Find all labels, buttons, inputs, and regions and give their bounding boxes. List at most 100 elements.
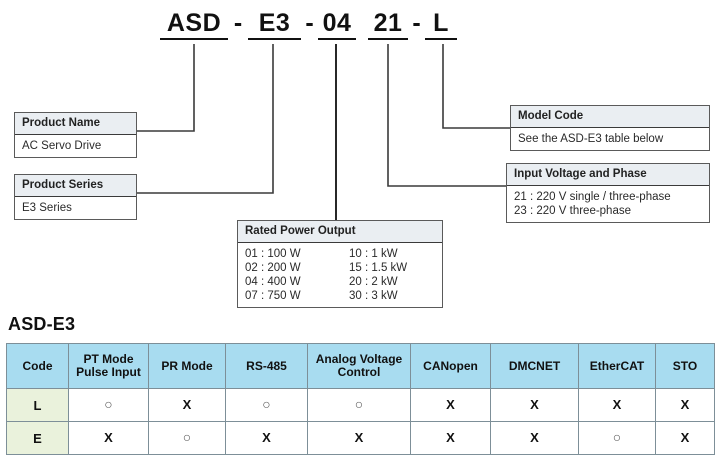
model-code-segment-e3: E3 [248, 8, 301, 40]
rated-power-item: 20 : 2 kW [349, 276, 398, 288]
box-product-name-body: AC Servo Drive [15, 135, 136, 157]
box-product-series: Product Series E3 Series [14, 174, 137, 220]
not-supported-x-icon: X [446, 397, 455, 412]
cell-support-mark: ○ [578, 421, 656, 455]
column-header-line: DMCNET [508, 358, 561, 373]
column-header-pr-mode: PR Mode [148, 343, 226, 389]
box-product-name-line-0: AC Servo Drive [22, 140, 102, 152]
rated-power-column-right: 10 : 1 kW 15 : 1.5 kW 20 : 2 kW 30 : 3 k… [349, 247, 407, 303]
table-row: L ○ X ○ ○ X X X X [6, 388, 715, 422]
column-header-ethercat: EtherCAT [578, 343, 656, 389]
box-input-voltage-line-0: 21 : 220 V single / three-phase [514, 191, 671, 203]
table-body: L ○ X ○ ○ X X X X E X ○ X X X X ○ X [6, 388, 715, 455]
column-header-rs-485: RS-485 [225, 343, 308, 389]
model-code-segment-04: 04 [318, 8, 356, 40]
model-code-dash-1: - [305, 9, 314, 37]
cell-support-mark: ○ [307, 388, 411, 422]
column-header-sto: STO [655, 343, 715, 389]
not-supported-x-icon: X [612, 397, 622, 412]
rated-power-item: 02 : 200 W [245, 262, 301, 274]
connector-l-to-model-code [442, 44, 510, 129]
box-rated-power-output-body: 01 : 100 W 02 : 200 W 04 : 400 W 07 : 75… [238, 243, 442, 307]
column-header-line: STO [672, 358, 698, 373]
cell-support-mark: X [490, 388, 579, 422]
cell-support-mark: ○ [68, 388, 149, 422]
box-input-voltage-and-phase: Input Voltage and Phase 21 : 220 V singl… [506, 163, 710, 223]
model-code-segment-asd: ASD [160, 8, 228, 40]
rated-power-item: 10 : 1 kW [349, 248, 398, 260]
box-input-voltage-title: Input Voltage and Phase [507, 164, 709, 186]
cell-support-mark: X [578, 388, 656, 422]
not-supported-x-icon: X [446, 430, 455, 445]
supported-circle-icon: ○ [104, 396, 113, 412]
box-input-voltage-body: 21 : 220 V single / three-phase 23 : 220… [507, 186, 709, 222]
cell-support-mark: X [655, 421, 715, 455]
column-header-line: Control [337, 365, 381, 379]
column-header-line: PR Mode [161, 358, 213, 373]
table-row: E X ○ X X X X ○ X [6, 421, 715, 455]
cell-support-mark: X [225, 421, 308, 455]
column-header-line: RS-485 [246, 358, 287, 373]
column-header-line: Code [22, 358, 53, 373]
model-code-segment-l: L [425, 8, 457, 40]
rated-power-item: 01 : 100 W [245, 248, 301, 260]
not-supported-x-icon: X [354, 430, 364, 445]
box-model-code: Model Code See the ASD-E3 table below [510, 105, 710, 151]
rated-power-item: 04 : 400 W [245, 276, 301, 288]
cell-support-mark: X [148, 388, 226, 422]
column-header-line: Analog Voltage [315, 352, 403, 366]
box-product-series-title: Product Series [15, 175, 136, 197]
cell-support-mark: X [490, 421, 579, 455]
not-supported-x-icon: X [680, 397, 690, 412]
connector-asd-to-product-name [137, 44, 195, 132]
box-rated-power-output: Rated Power Output 01 : 100 W 02 : 200 W… [237, 220, 443, 308]
box-rated-power-output-title: Rated Power Output [238, 221, 442, 243]
cell-support-mark: X [307, 421, 411, 455]
connector-e3-to-product-series [137, 44, 274, 194]
supported-circle-icon: ○ [262, 396, 271, 412]
cell-support-mark: ○ [148, 421, 226, 455]
rated-power-item: 15 : 1.5 kW [349, 262, 408, 274]
column-header-code: Code [6, 343, 69, 389]
page-title-asd-e3: ASD-E3 [8, 314, 76, 334]
not-supported-x-icon: X [262, 430, 271, 445]
box-product-name: Product Name AC Servo Drive [14, 112, 137, 158]
not-supported-x-icon: X [104, 430, 113, 445]
box-product-name-title: Product Name [15, 113, 136, 135]
cell-support-mark: X [410, 388, 491, 422]
rated-power-item: 07 : 750 W [245, 290, 301, 302]
column-header-line: EtherCAT [589, 358, 645, 373]
cell-code: L [6, 388, 69, 422]
column-header-line: PT Mode [83, 352, 134, 366]
column-header-line: CANopen [423, 358, 478, 373]
column-header-canopen: CANopen [410, 343, 491, 389]
model-code-segment-21: 21 [368, 8, 408, 40]
box-product-series-body: E3 Series [15, 197, 136, 219]
box-product-series-line-0: E3 Series [22, 202, 72, 214]
connector-21-to-input-voltage [387, 44, 506, 187]
cell-support-mark: X [655, 388, 715, 422]
not-supported-x-icon: X [182, 397, 192, 412]
box-model-code-title: Model Code [511, 106, 709, 128]
not-supported-x-icon: X [530, 430, 539, 445]
supported-circle-icon: ○ [182, 429, 192, 445]
box-input-voltage-line-1: 23 : 220 V three-phase [514, 205, 631, 217]
cell-support-mark: X [68, 421, 149, 455]
rated-power-item: 30 : 3 kW [349, 290, 398, 302]
not-supported-x-icon: X [530, 397, 539, 412]
model-code-dash-2: - [412, 9, 421, 37]
box-model-code-line-0: See the ASD-E3 table below [518, 133, 664, 145]
column-header-line: Pulse Input [76, 365, 141, 379]
column-header-dmcnet: DMCNET [490, 343, 579, 389]
cell-code: E [6, 421, 69, 455]
not-supported-x-icon: X [680, 430, 690, 445]
supported-circle-icon: ○ [354, 396, 364, 412]
cell-support-mark: ○ [225, 388, 308, 422]
rated-power-column-left: 01 : 100 W 02 : 200 W 04 : 400 W 07 : 75… [245, 247, 349, 303]
box-model-code-body: See the ASD-E3 table below [511, 128, 709, 150]
